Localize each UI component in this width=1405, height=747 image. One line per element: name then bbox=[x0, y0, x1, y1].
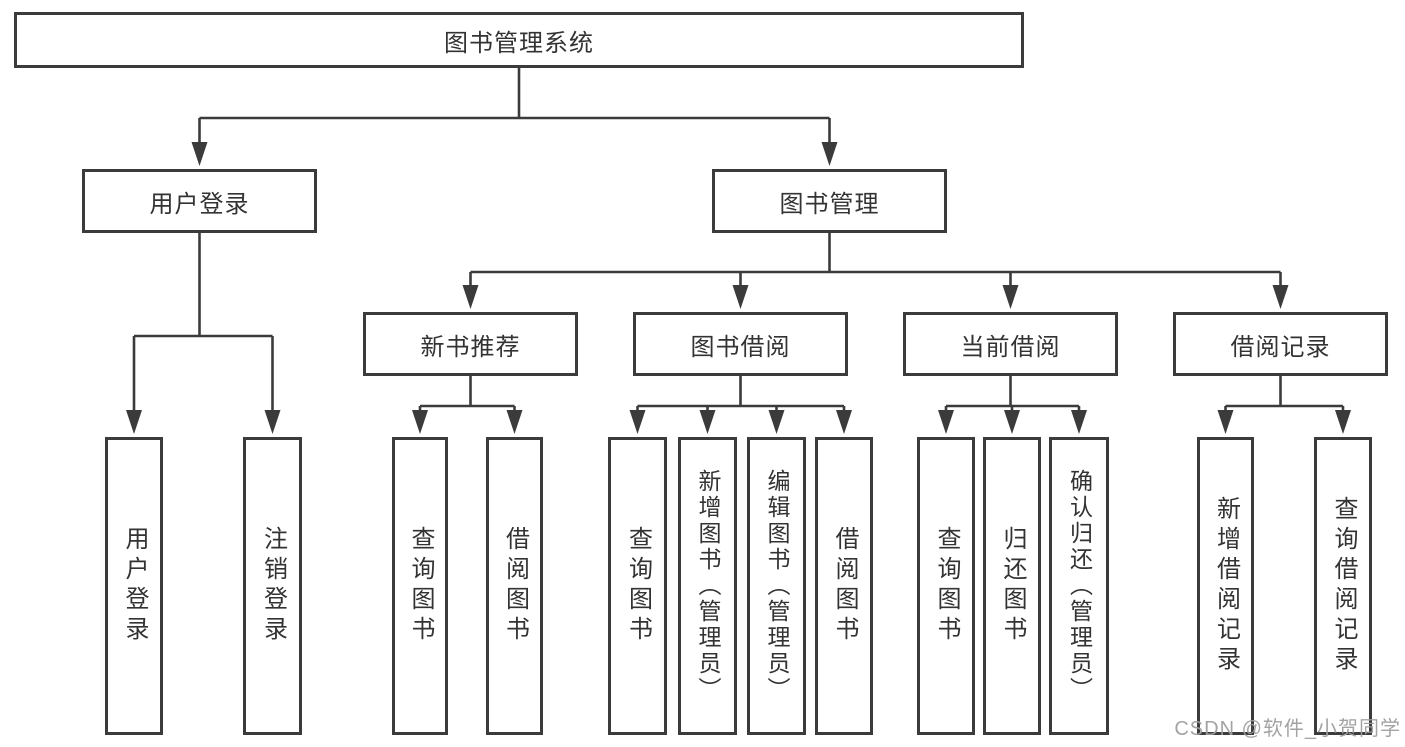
node-user-login-label: 用户登录 bbox=[149, 190, 250, 218]
leaf-logout-label: 注销登录 bbox=[259, 526, 287, 646]
leaf-records-add-borrow-record: 新增借阅记录 bbox=[1197, 437, 1254, 735]
leaf-borrowing-edit-books-admin-label: 编辑图书（管理员） bbox=[764, 469, 790, 703]
node-book-management-label: 图书管理 bbox=[779, 190, 880, 218]
leaf-recommend-borrow-books: 借阅图书 bbox=[486, 437, 543, 735]
node-user-login: 用户登录 bbox=[82, 169, 317, 233]
leaf-records-query-borrow-record-label: 查询借阅记录 bbox=[1330, 496, 1357, 676]
leaf-recommend-query-books-label: 查询图书 bbox=[407, 526, 434, 646]
node-book-borrowing: 图书借阅 bbox=[633, 312, 848, 376]
leaf-current-return-books-label: 归还图书 bbox=[999, 526, 1026, 646]
leaf-recommend-query-books: 查询图书 bbox=[392, 437, 448, 735]
leaf-current-confirm-return-admin-label: 确认归还（管理员） bbox=[1066, 469, 1093, 703]
leaf-borrowing-add-books-admin-label: 新增图书（管理员） bbox=[695, 469, 721, 703]
node-book-borrowing-label: 图书借阅 bbox=[690, 333, 791, 361]
leaf-current-query-books-label: 查询图书 bbox=[933, 526, 960, 646]
leaf-borrowing-borrow-books: 借阅图书 bbox=[815, 437, 873, 735]
node-root: 图书管理系统 bbox=[14, 12, 1024, 68]
leaf-borrowing-borrow-books-label: 借阅图书 bbox=[831, 526, 858, 646]
arrowheads bbox=[126, 142, 1351, 434]
leaf-records-query-borrow-record: 查询借阅记录 bbox=[1314, 437, 1372, 735]
leaf-current-query-books: 查询图书 bbox=[917, 437, 975, 735]
node-root-label: 图书管理系统 bbox=[444, 29, 594, 57]
node-current-borrowing: 当前借阅 bbox=[903, 312, 1118, 376]
leaf-borrowing-add-books-admin: 新增图书（管理员） bbox=[678, 437, 737, 735]
node-borrowing-records: 借阅记录 bbox=[1173, 312, 1388, 376]
leaf-current-return-books: 归还图书 bbox=[983, 437, 1041, 735]
node-new-book-recommendation-label: 新书推荐 bbox=[420, 333, 521, 361]
leaf-current-confirm-return-admin: 确认归还（管理员） bbox=[1049, 437, 1109, 735]
node-borrowing-records-label: 借阅记录 bbox=[1230, 333, 1331, 361]
leaf-user-login: 用户登录 bbox=[105, 437, 163, 735]
leaf-borrowing-query-books: 查询图书 bbox=[608, 437, 667, 735]
leaf-borrowing-query-books-label: 查询图书 bbox=[624, 526, 652, 646]
leaf-records-add-borrow-record-label: 新增借阅记录 bbox=[1212, 496, 1240, 676]
node-book-management: 图书管理 bbox=[712, 169, 947, 233]
leaf-logout: 注销登录 bbox=[243, 437, 302, 735]
watermark: CSDN @软件_小贺同学 bbox=[1174, 718, 1401, 740]
node-current-borrowing-label: 当前借阅 bbox=[960, 333, 1061, 361]
leaf-user-login-label: 用户登录 bbox=[121, 526, 148, 646]
leaf-borrowing-edit-books-admin: 编辑图书（管理员） bbox=[747, 437, 806, 735]
node-new-book-recommendation: 新书推荐 bbox=[363, 312, 578, 376]
leaf-recommend-borrow-books-label: 借阅图书 bbox=[501, 526, 529, 646]
